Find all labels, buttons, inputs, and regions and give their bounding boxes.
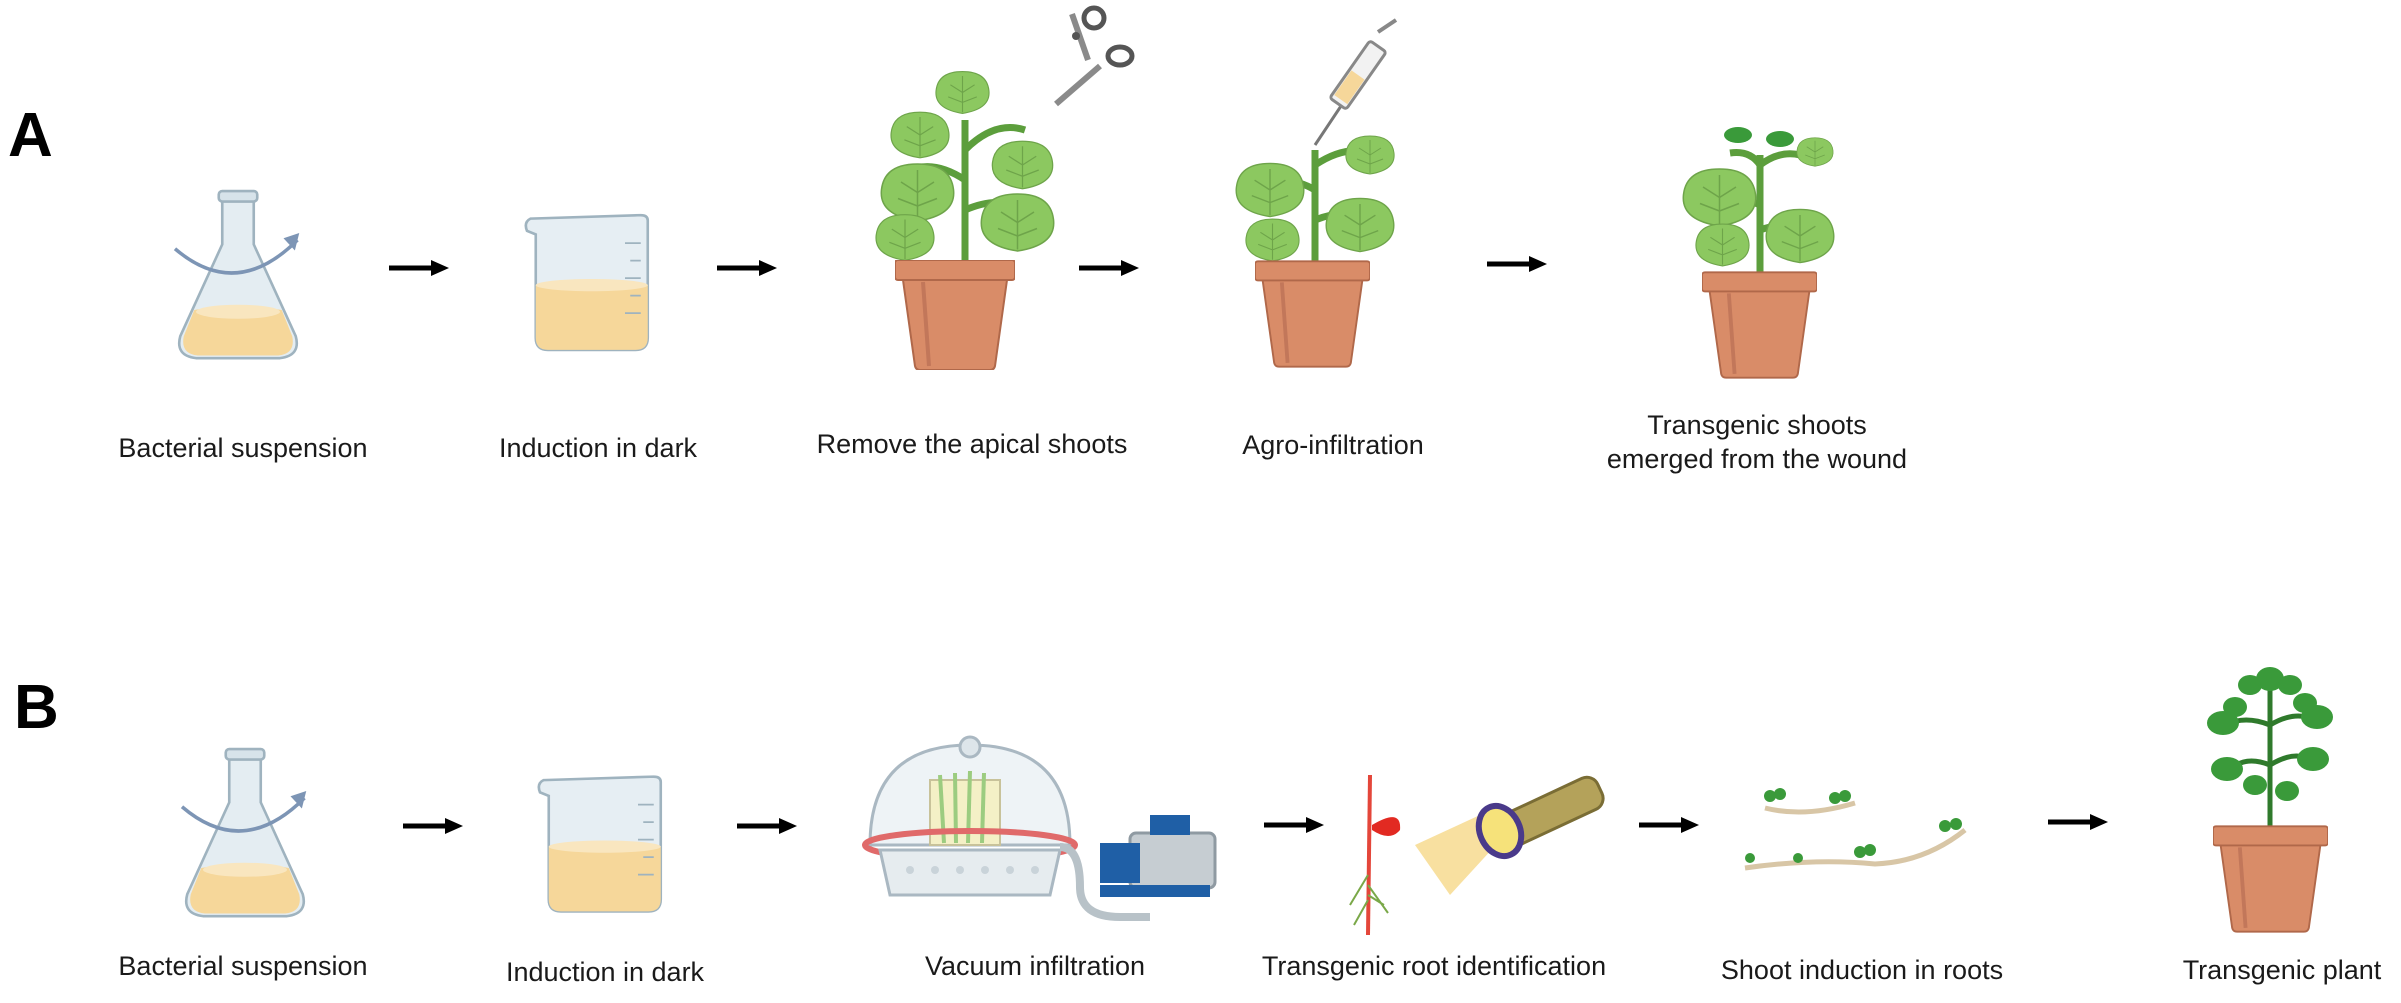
- arrow-icon: [1638, 815, 1700, 835]
- root-identification-illustration: [1349, 774, 1605, 936]
- arrow-icon: [736, 816, 798, 836]
- step-label: Induction in dark: [505, 957, 705, 987]
- beaker-illustration: [537, 775, 663, 913]
- beaker-illustration: [524, 213, 650, 352]
- plant-illustration: [2207, 667, 2333, 933]
- arrow-icon: [1078, 258, 1140, 278]
- step-label-line2: emerged from the wound: [1606, 444, 1908, 474]
- step-label: Induction in dark: [498, 433, 698, 463]
- step-label: Transgenic plant: [2182, 955, 2382, 985]
- scissors-icon: [1054, 5, 1135, 107]
- syringe-icon: [1313, 18, 1398, 146]
- flask-illustration: [173, 189, 302, 361]
- arrow-icon: [2047, 812, 2109, 832]
- step-label: Transgenic root identification: [1261, 951, 1607, 981]
- step-label: Bacterial suspension: [118, 433, 368, 463]
- arrow-icon: [1486, 254, 1548, 274]
- arrow-icon: [388, 258, 450, 278]
- step-label: Remove the apical shoots: [816, 429, 1128, 459]
- panel-b-letter: B: [14, 673, 59, 742]
- step-label: Vacuum infiltration: [924, 951, 1146, 981]
- arrow-icon: [1263, 815, 1325, 835]
- step-label: Agro-infiltration: [1242, 430, 1424, 460]
- step-label: Shoot induction in roots: [1720, 955, 2004, 985]
- plant-illustration: [1682, 127, 1835, 379]
- root-segments-illustration: [1744, 788, 1967, 871]
- step-label-line1: Transgenic shoots: [1647, 410, 1867, 440]
- vacuum-chamber-illustration: [862, 735, 1217, 921]
- panel-a-letter: A: [8, 101, 53, 170]
- arrow-icon: [716, 258, 778, 278]
- plant-illustration: [1235, 135, 1395, 368]
- plant-illustration: [875, 70, 1055, 370]
- flask-illustration: [180, 747, 309, 919]
- step-label: Bacterial suspension: [118, 951, 368, 981]
- arrow-icon: [402, 816, 464, 836]
